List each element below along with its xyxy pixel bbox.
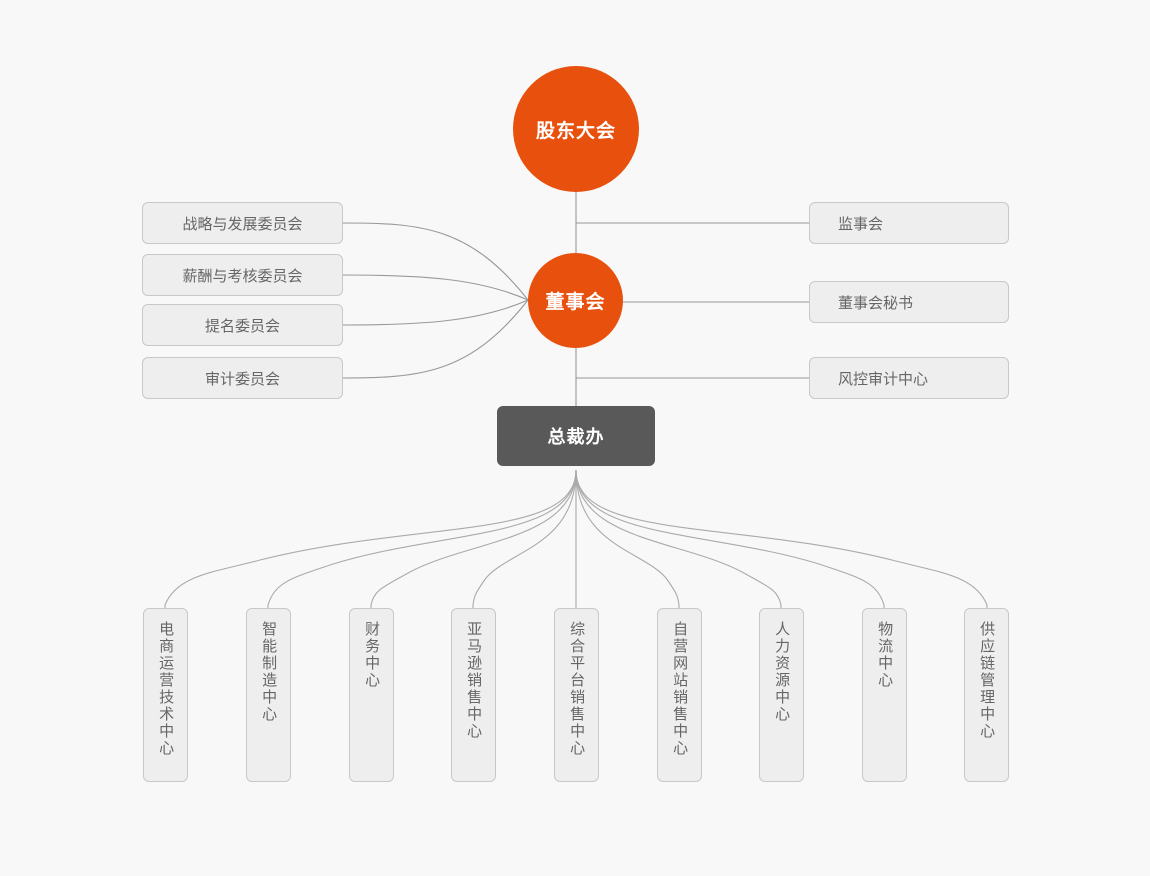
dept-ecommerce-operations-tech-center-label: 电商运营技术中心 (157, 621, 175, 757)
unit-risk-audit-center[interactable]: 风控审计中心 (809, 357, 1009, 399)
dept-amazon-sales-center[interactable]: 亚马逊销售中心 (451, 608, 496, 782)
unit-supervisory-board[interactable]: 监事会 (809, 202, 1009, 244)
dept-logistics-center[interactable]: 物流中心 (862, 608, 907, 782)
dept-finance-center[interactable]: 财务中心 (349, 608, 394, 782)
committee-audit-label: 审计委员会 (204, 370, 280, 388)
committee-compensation-appraisal-label: 薪酬与考核委员会 (182, 267, 303, 285)
curve-dept-2 (370, 469, 577, 608)
node-board-of-directors[interactable]: 董事会 (528, 253, 623, 348)
committee-nomination-label: 提名委员会 (204, 317, 280, 335)
curve-committee-0 (342, 222, 529, 301)
unit-risk-audit-center-label: 风控审计中心 (838, 370, 929, 388)
curve-dept-1 (267, 469, 577, 608)
dept-logistics-center-label: 物流中心 (876, 621, 894, 689)
node-shareholders-meeting-label: 股东大会 (535, 120, 616, 142)
curve-dept-0 (164, 469, 577, 608)
dept-smart-manufacturing-center-label: 智能制造中心 (260, 621, 278, 723)
dept-human-resources-center-label: 人力资源中心 (773, 621, 791, 723)
curve-committee-1 (342, 274, 529, 301)
curve-dept-8 (575, 469, 988, 608)
dept-supply-chain-management-center[interactable]: 供应链管理中心 (964, 608, 1009, 782)
node-president-office[interactable]: 总裁办 (497, 406, 655, 466)
curve-committee-2 (342, 299, 529, 326)
curve-committee-3 (342, 299, 529, 379)
node-president-office-label: 总裁办 (547, 427, 605, 447)
dept-supply-chain-management-center-label: 供应链管理中心 (978, 621, 996, 740)
dept-integrated-platform-sales-center[interactable]: 综合平台销售中心 (554, 608, 599, 782)
unit-board-secretary-label: 董事会秘书 (838, 294, 914, 312)
committee-nomination[interactable]: 提名委员会 (142, 304, 343, 346)
curve-dept-6 (575, 469, 782, 608)
committee-strategy-development[interactable]: 战略与发展委员会 (142, 202, 343, 244)
committee-strategy-development-label: 战略与发展委员会 (182, 215, 303, 233)
committee-compensation-appraisal[interactable]: 薪酬与考核委员会 (142, 254, 343, 296)
curve-dept-7 (575, 469, 885, 608)
dept-amazon-sales-center-label: 亚马逊销售中心 (465, 621, 483, 740)
unit-board-secretary[interactable]: 董事会秘书 (809, 281, 1009, 323)
curve-dept-3 (472, 469, 577, 608)
dept-finance-center-label: 财务中心 (363, 621, 381, 689)
unit-supervisory-board-label: 监事会 (838, 215, 884, 233)
dept-integrated-platform-sales-center-label: 综合平台销售中心 (568, 621, 586, 757)
committee-audit[interactable]: 审计委员会 (142, 357, 343, 399)
dept-smart-manufacturing-center[interactable]: 智能制造中心 (246, 608, 291, 782)
node-board-of-directors-label: 董事会 (545, 292, 606, 313)
dept-own-website-sales-center-label: 自营网站销售中心 (671, 621, 689, 757)
node-shareholders-meeting[interactable]: 股东大会 (513, 66, 639, 192)
dept-human-resources-center[interactable]: 人力资源中心 (759, 608, 804, 782)
dept-own-website-sales-center[interactable]: 自营网站销售中心 (657, 608, 702, 782)
dept-ecommerce-operations-tech-center[interactable]: 电商运营技术中心 (143, 608, 188, 782)
curve-dept-5 (575, 469, 680, 608)
